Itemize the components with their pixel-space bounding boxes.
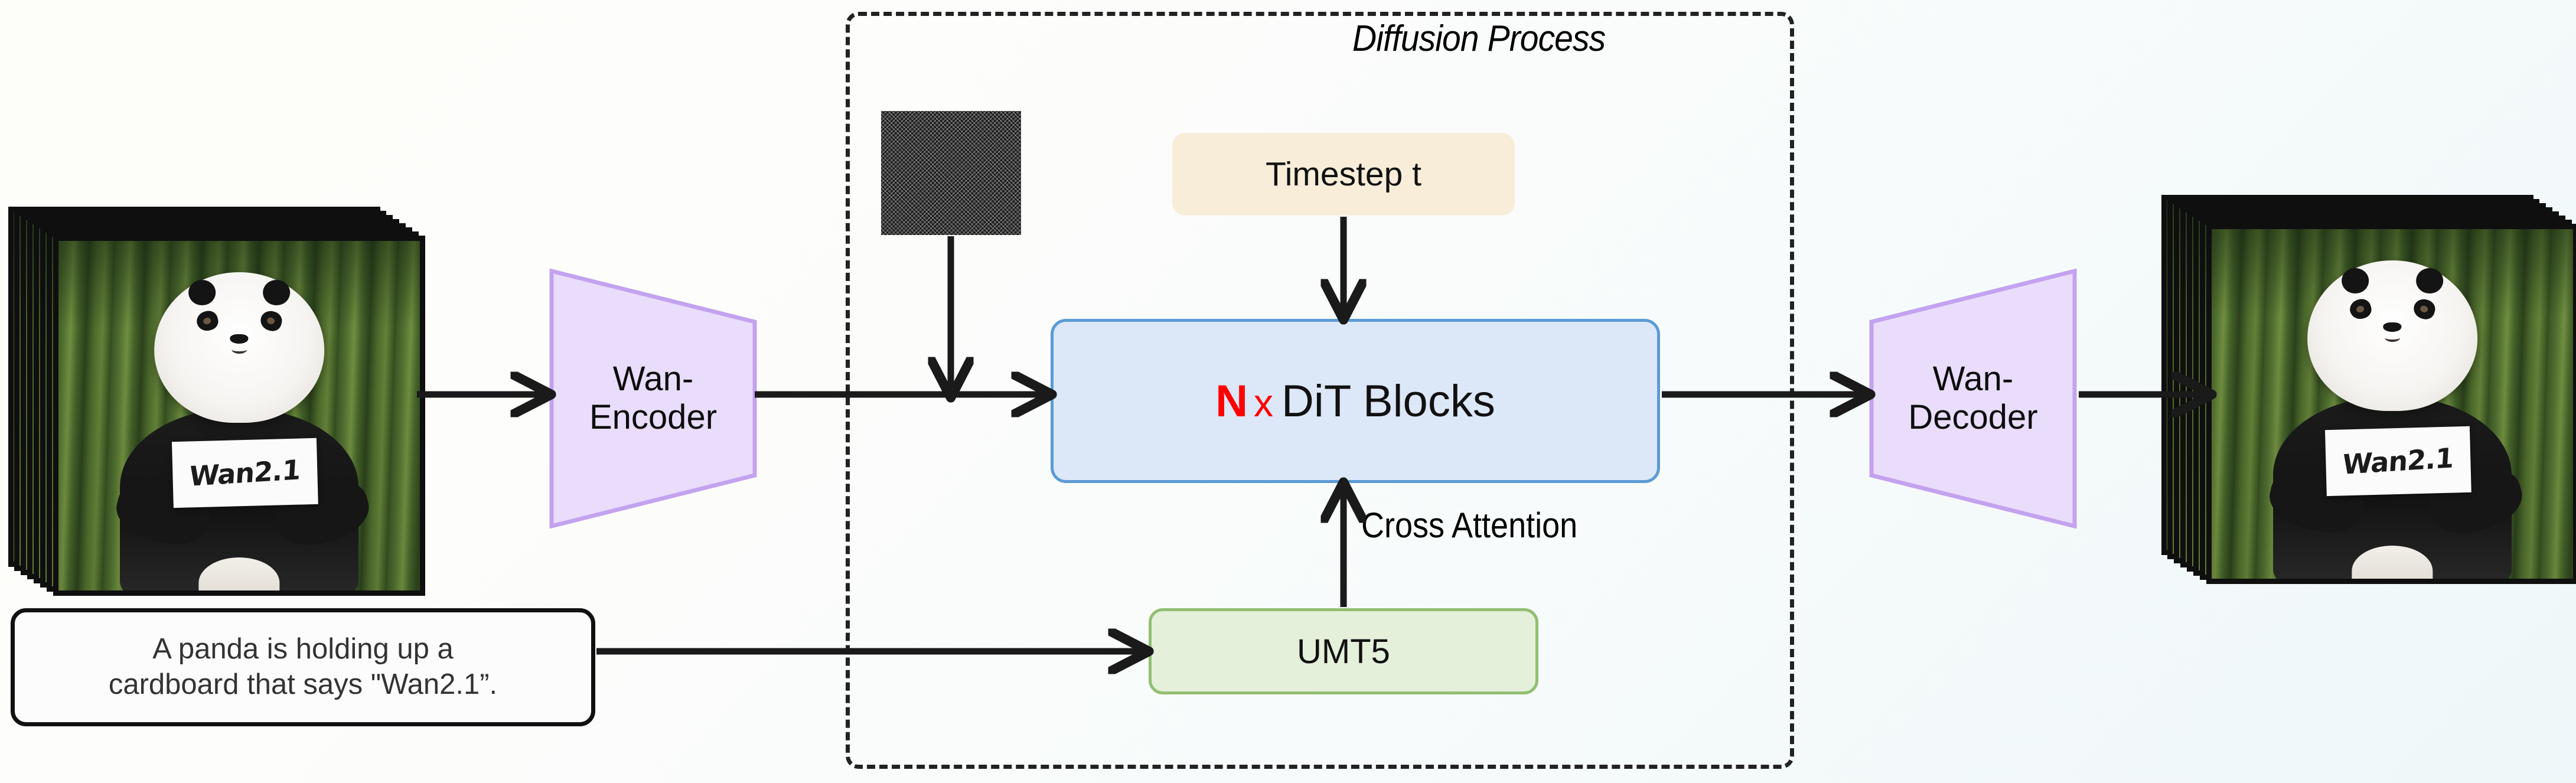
- umt5-label: UMT5: [1297, 632, 1390, 671]
- umt5-text-encoder-box[interactable]: UMT5: [1149, 608, 1538, 694]
- output-video-frames: Wan2.1: [2161, 195, 2576, 584]
- text-prompt-value: A panda is holding up a cardboard that s…: [108, 633, 498, 700]
- noise-latent-patch: [881, 111, 1021, 235]
- encoder-shape: [549, 269, 757, 528]
- wan-encoder-block[interactable]: Wan- Encoder: [549, 269, 757, 528]
- input-video-frames: Wan2.1: [8, 207, 425, 596]
- cardboard-sign: Wan2.1: [2324, 426, 2471, 497]
- video-frame-front: Wan2.1: [2206, 224, 2576, 584]
- sign-text: Wan2.1: [2342, 442, 2455, 481]
- decoder-shape: [1869, 269, 2077, 528]
- cardboard-sign: Wan2.1: [171, 438, 318, 509]
- wan-encoder-label: Wan- Encoder: [589, 360, 718, 436]
- wan-decoder-label: Wan- Decoder: [1908, 360, 2038, 436]
- video-frame-front: Wan2.1: [53, 236, 425, 596]
- dit-repeat-count: N: [1215, 376, 1248, 426]
- dit-blocks-text: DiT Blocks: [1282, 376, 1495, 426]
- diffusion-process-container: [846, 12, 1794, 769]
- sign-text: Wan2.1: [188, 454, 302, 493]
- text-prompt-box[interactable]: A panda is holding up a cardboard that s…: [11, 608, 595, 726]
- diffusion-process-title: Diffusion Process: [1352, 18, 1606, 59]
- cross-attention-label: Cross Attention: [1361, 505, 1578, 545]
- timestep-label: Timestep t: [1266, 155, 1421, 193]
- wan-decoder-block[interactable]: Wan- Decoder: [1869, 269, 2077, 528]
- panda-illustration: Wan2.1: [58, 241, 420, 590]
- dit-multiply-sign: x: [1254, 380, 1274, 425]
- timestep-box[interactable]: Timestep t: [1172, 133, 1515, 216]
- panda-illustration: Wan2.1: [2212, 229, 2573, 579]
